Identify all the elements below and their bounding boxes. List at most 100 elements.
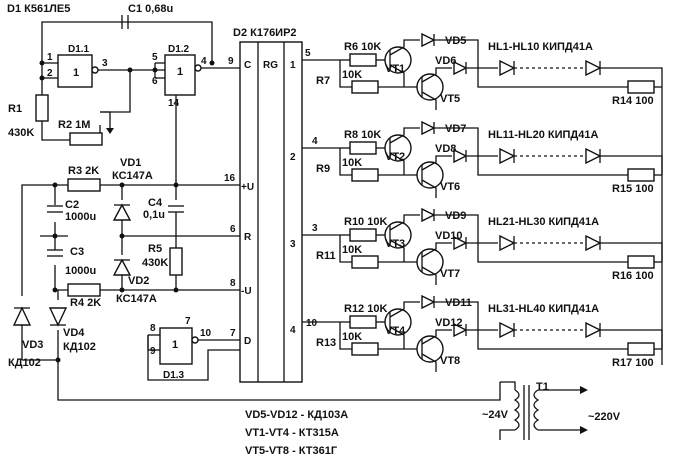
led-first <box>499 234 516 252</box>
power-wires <box>21 184 501 401</box>
label-rb: R12 10K <box>344 303 387 315</box>
resistor-base-p <box>351 255 379 269</box>
collector <box>389 127 420 144</box>
wire <box>339 60 352 88</box>
wire <box>434 214 479 243</box>
gate-d1-1: 1 <box>57 54 99 88</box>
c2-label: C2 <box>65 199 79 211</box>
label-rb: R10 10K <box>344 216 387 228</box>
label-vdb: VD6 <box>435 55 456 67</box>
d1-2-label: D1.2 <box>168 44 190 55</box>
wire <box>434 301 479 330</box>
resistor-base-n <box>349 141 377 155</box>
resistor-r5 <box>169 247 183 276</box>
resistor-base-p <box>351 80 379 94</box>
c3-label: C3 <box>70 246 84 258</box>
pin-1: 1 <box>47 52 53 63</box>
d1-title: D1 К561ЛЕ5 <box>7 3 70 15</box>
pin-8: 8 <box>230 278 236 289</box>
d1-3-label: D1.3 <box>163 370 185 381</box>
wire <box>339 235 352 263</box>
d2-out-3: 3 <box>290 239 296 250</box>
gate-d1-1-sym: 1 <box>73 67 79 79</box>
diode-mid <box>453 235 468 251</box>
rg-c: C <box>244 60 251 71</box>
resistor-base-p <box>351 342 379 356</box>
label-rp: R11 <box>316 250 336 262</box>
gate-pin-9: 9 <box>150 346 156 357</box>
wire <box>339 148 352 176</box>
d2-out-1: 1 <box>290 60 296 71</box>
channel-4 <box>339 294 663 372</box>
gate-pin-10: 10 <box>200 328 212 339</box>
d1-1-label: D1.1 <box>68 44 90 55</box>
v220-label: ~220V <box>588 411 621 423</box>
v24-label: ~24V <box>482 409 509 421</box>
rg-u-minus: -U <box>241 286 252 297</box>
resistor-load <box>627 342 655 356</box>
label-vtp: VT6 <box>440 181 460 193</box>
led-first <box>499 59 516 77</box>
label-vda: VD9 <box>445 210 466 222</box>
pin-2: 2 <box>47 68 53 79</box>
collector <box>421 91 437 110</box>
note-vd: VD5-VD12 - КД103А <box>245 409 348 421</box>
diode-mid <box>453 148 468 164</box>
label-vtn: VT3 <box>385 238 405 250</box>
rg-r: R <box>244 232 252 243</box>
emitter <box>421 329 452 345</box>
emitter <box>389 152 405 175</box>
note-vt-n: VT1-VT4 - КТ315А <box>245 427 339 439</box>
d2-out-2: 2 <box>290 152 296 163</box>
label-vtn: VT1 <box>385 63 405 75</box>
gate-pin-7: 7 <box>185 316 191 327</box>
pin-14: 14 <box>168 98 180 109</box>
wire <box>434 39 479 68</box>
collector <box>389 301 420 318</box>
channel-3 <box>339 207 663 285</box>
resistor-base-n <box>349 228 377 242</box>
c4-value: 0,1u <box>143 209 165 221</box>
label-vdb: VD8 <box>435 143 456 155</box>
label-rpv: 10K <box>342 331 362 343</box>
led-first <box>499 321 516 339</box>
diode-top <box>421 32 436 48</box>
emitter <box>421 242 452 258</box>
collector <box>421 266 437 285</box>
diode-mid <box>453 322 468 338</box>
collector <box>389 39 420 56</box>
vd2-label: VD2 <box>128 275 149 287</box>
pin-5: 5 <box>152 52 158 63</box>
r1-value: 430K <box>8 127 34 139</box>
resistor-r2 <box>69 132 103 146</box>
label-hl: HL31-HL40 КИПД41А <box>488 303 599 315</box>
gate-d1-2: 1 <box>164 54 202 96</box>
d2-title: D2 К176ИР2 <box>233 27 297 39</box>
vd3-label: VD3 <box>22 339 43 351</box>
emitter <box>389 326 405 349</box>
d2-out-4: 4 <box>290 325 296 336</box>
r5-value: 430K <box>142 257 168 269</box>
label-vdb: VD12 <box>435 317 463 329</box>
c4-label: C4 <box>148 197 163 209</box>
transformer-t1 <box>499 381 588 440</box>
pin-16: 16 <box>224 173 236 184</box>
d2-pin-4: 4 <box>312 136 318 147</box>
pin-3: 3 <box>102 58 108 69</box>
gate-d1-2-sym: 1 <box>177 66 183 78</box>
wire <box>477 68 628 88</box>
emitter <box>389 64 405 87</box>
label-vtp: VT7 <box>440 268 460 280</box>
label-rl: R14 100 <box>612 95 654 107</box>
emitter <box>421 155 452 171</box>
diode-top <box>421 207 436 223</box>
resistor-base-n <box>349 53 377 67</box>
t1-label: T1 <box>536 381 549 393</box>
label-rp: R13 <box>316 337 336 349</box>
label-rb: R6 10K <box>344 41 381 53</box>
pin-4: 4 <box>201 56 207 67</box>
wire <box>477 330 628 350</box>
c3-value: 1000u <box>65 265 96 277</box>
d2-pin-3: 3 <box>312 223 318 234</box>
